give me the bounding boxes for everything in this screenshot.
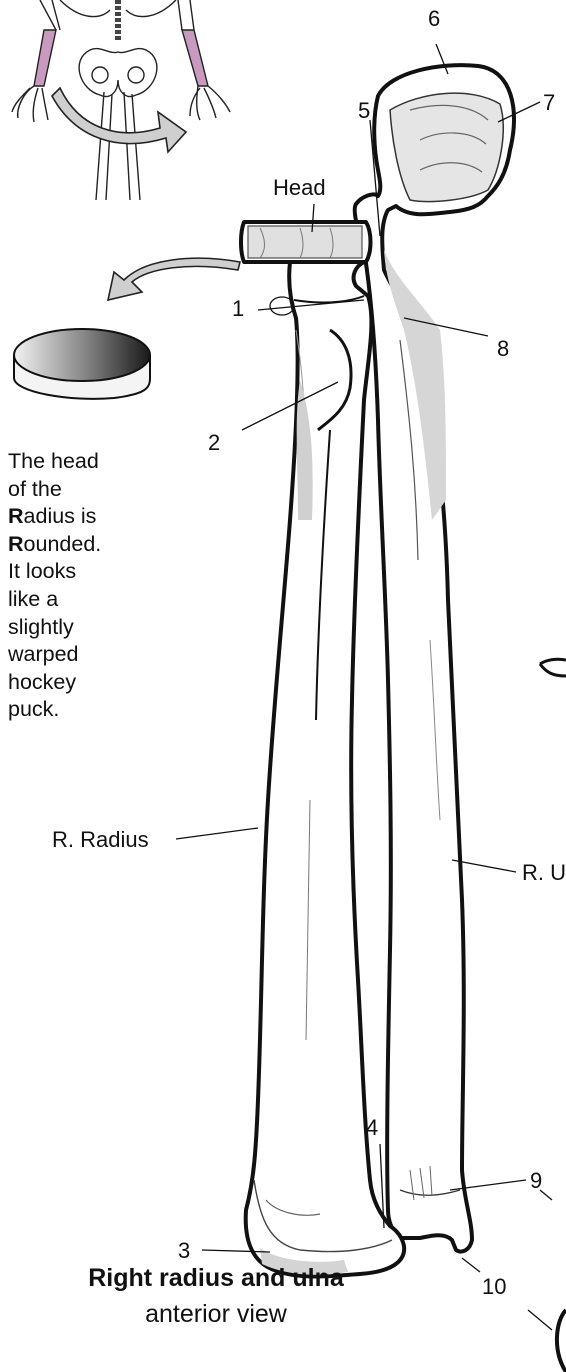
partial-right-figure [540,659,566,1372]
label-1: 1 [232,298,244,320]
figure-subtitle: anterior view [0,1300,432,1329]
label-head: Head [273,177,326,199]
note-line: It looks [8,558,138,586]
puck-arrow-icon [108,258,240,300]
note-line: like a [8,586,138,614]
note-bold-letter: R [8,532,24,556]
label-7: 7 [543,92,555,114]
note-line: hockey [8,669,138,697]
label-radius: R. Radius [52,829,149,851]
note-line: warped [8,641,138,669]
label-ulna: R. U [522,862,566,884]
hockey-puck-icon [14,329,150,399]
note-line: of the [8,476,138,504]
note-line-rest: adius is [24,504,97,528]
label-4: 4 [366,1117,378,1139]
label-5: 5 [358,100,370,122]
label-9: 9 [530,1170,542,1192]
figure-title: Right radius and ulna [0,1264,432,1293]
label-8: 8 [497,338,509,360]
ulna-bone [355,65,514,1251]
note-line-rest: ounded. [24,532,102,556]
rotation-arrow-icon [52,88,186,152]
highlight-forearm-right [182,30,208,86]
label-10: 10 [482,1276,506,1298]
skeleton-thumbnail [12,0,230,200]
label-2: 2 [208,432,220,454]
note-line: Rounded. [8,531,138,559]
note-line: puck. [8,696,138,724]
note-line: slightly [8,614,138,642]
radius-head-note: The head of the Radius is Rounded. It lo… [8,448,138,724]
highlight-forearm-left [34,30,56,86]
label-6: 6 [428,8,440,30]
note-bold-letter: R [8,504,24,528]
note-line: Radius is [8,503,138,531]
note-line: The head [8,448,138,476]
label-3: 3 [178,1240,190,1262]
